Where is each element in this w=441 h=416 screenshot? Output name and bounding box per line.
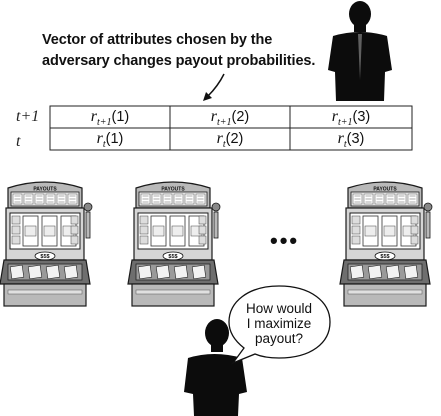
row-label-t: t [16, 133, 21, 150]
cell-r-t1-2: rt+1(2) [210, 108, 250, 128]
machine-badge: $5$ [380, 254, 389, 260]
cell-r-t-2: rt(2) [216, 130, 244, 150]
slot-machine-2: PAYOUTS $5$ [127, 181, 221, 307]
speech-bubble-text: How would I maximize payout? [245, 301, 313, 346]
cell-r-t-3: rt(3) [337, 130, 365, 150]
row-label-t-plus-1: t+1 [16, 108, 40, 125]
payouts-header: PAYOUTS [161, 187, 185, 193]
payouts-header: PAYOUTS [33, 187, 57, 193]
slot-machine-3: PAYOUTS $5$ [339, 181, 433, 307]
caption-line-2: adversary changes payout probabilities. [42, 53, 316, 69]
machine-badge: $5$ [40, 254, 49, 260]
slot-machine-1: PAYOUTS $5$ [0, 181, 93, 307]
payouts-header: PAYOUTS [373, 187, 397, 193]
cell-r-t-1: rt(1) [96, 130, 124, 150]
cell-r-t1-1: rt+1(1) [90, 108, 130, 128]
caption-line-1: Vector of attributes chosen by the [42, 32, 273, 48]
cell-r-t1-3: rt+1(3) [331, 108, 371, 128]
machine-badge: $5$ [168, 254, 177, 260]
ellipsis: ••• [270, 228, 300, 253]
